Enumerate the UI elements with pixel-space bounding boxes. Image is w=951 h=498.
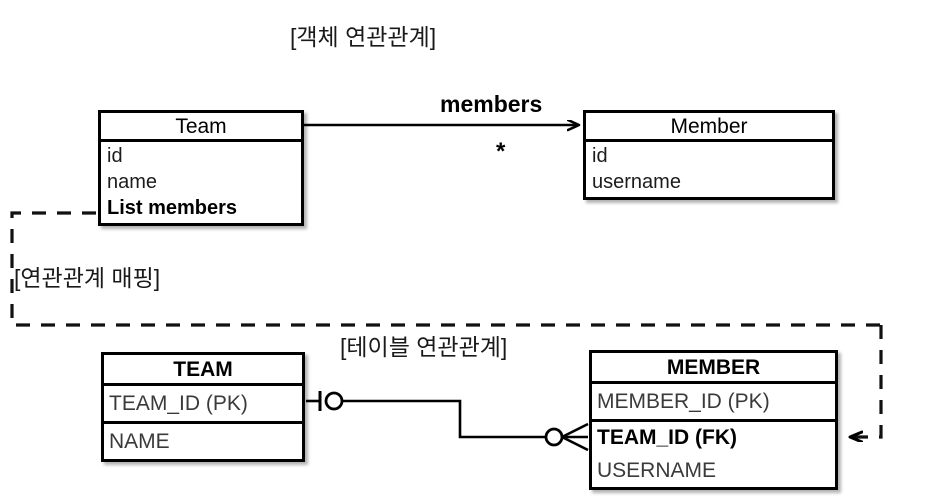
- uml-class-team-attributes: id name List members: [101, 142, 301, 223]
- uml-attribute: id: [592, 145, 608, 167]
- db-column-team-id-fk: TEAM_ID (FK): [597, 426, 737, 449]
- uml-attribute: name: [107, 171, 158, 193]
- uml-attribute: id: [107, 145, 123, 167]
- uml-class-team-name: Team: [101, 113, 301, 142]
- db-column-member-id: MEMBER_ID (PK): [592, 384, 835, 422]
- db-table-team-name: TEAM: [104, 355, 302, 386]
- uml-class-member[interactable]: Member id username: [583, 110, 835, 200]
- uml-class-member-attributes: id username: [586, 142, 832, 197]
- mapping-dashed-path-right: [852, 325, 883, 437]
- uml-class-team[interactable]: Team id name List members: [98, 110, 304, 226]
- association-label-members: members: [440, 91, 543, 117]
- association-multiplicity-label: *: [496, 138, 506, 165]
- db-table-team[interactable]: TEAM TEAM_ID (PK) NAME: [101, 352, 305, 462]
- uml-attribute-members: List members: [107, 197, 238, 219]
- object-relation-title: [객체 연관관계]: [290, 24, 437, 50]
- uml-class-member-name: Member: [586, 113, 832, 142]
- db-column-team-id: TEAM_ID (PK): [104, 386, 302, 424]
- db-table-member-name: MEMBER: [592, 353, 835, 384]
- relation-mapping-title: [연관관계 매핑]: [14, 265, 161, 291]
- db-column-group: TEAM_ID (FK) USERNAME: [592, 422, 835, 487]
- db-column-username: USERNAME: [597, 459, 717, 482]
- table-relation-title: [테이블 연관관계]: [340, 334, 508, 360]
- uml-attribute: username: [592, 171, 681, 193]
- db-table-member[interactable]: MEMBER MEMBER_ID (PK) TEAM_ID (FK) USERN…: [589, 350, 838, 490]
- table-relationship-connector: [306, 391, 589, 452]
- db-column-name: NAME: [109, 430, 170, 453]
